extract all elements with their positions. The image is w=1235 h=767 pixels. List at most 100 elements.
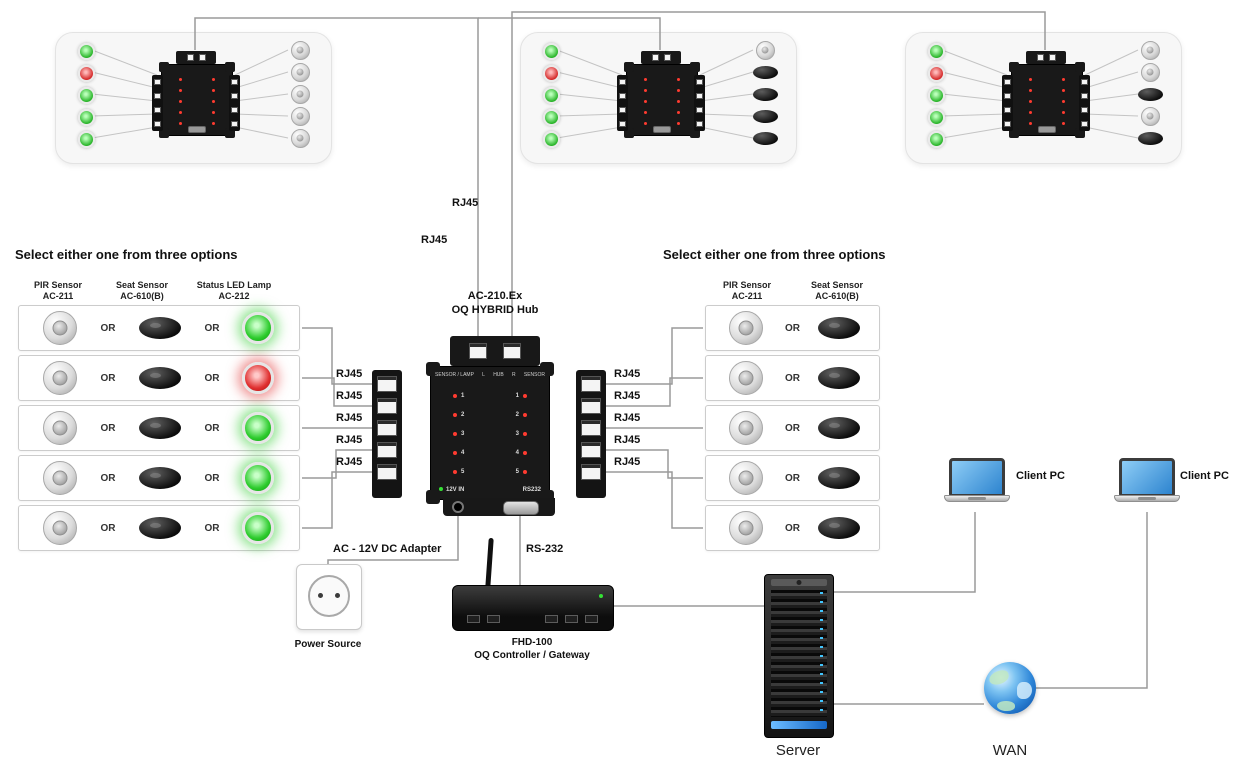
- sensor-option-row: OR: [705, 305, 880, 351]
- server-tower: [764, 574, 834, 738]
- sensor-icon: [751, 128, 779, 148]
- pir-sensor-icon: [43, 461, 77, 495]
- rj45-uplink-label: RJ45: [452, 197, 479, 209]
- oq-hub-device: [151, 51, 241, 145]
- client-pc-laptop-icon: [944, 458, 1010, 508]
- db9-connector-icon: [503, 501, 539, 515]
- status-led: [543, 87, 560, 104]
- column-header-lamp: Status LED Lamp AC-212: [196, 280, 272, 302]
- or-label: OR: [204, 472, 220, 484]
- status-led-lamp-icon: [242, 362, 274, 394]
- hub-right-ports: [1079, 75, 1090, 131]
- hub-bottom-connectors: [443, 498, 555, 516]
- sensor-option-row: OR: [705, 455, 880, 501]
- hub-uplink-ports: [641, 51, 681, 64]
- left-options-heading: Select either one from three options: [15, 247, 238, 262]
- seat-sensor-icon: [139, 417, 181, 439]
- hub-title: AC-210.Ex OQ HYBRID Hub: [425, 289, 565, 318]
- seat-sensor-icon: [139, 317, 181, 339]
- status-led: [543, 109, 560, 126]
- db9-connector-icon: [653, 126, 671, 133]
- hub-name: OQ HYBRID Hub: [451, 304, 539, 317]
- status-led: [543, 43, 560, 60]
- sensor-icon: [1136, 84, 1164, 104]
- hub-uplink-ports: [1026, 51, 1066, 64]
- sensor-icon: [1136, 40, 1164, 60]
- status-led: [928, 109, 945, 126]
- or-label: OR: [100, 422, 116, 434]
- power-led-icon: [439, 487, 443, 491]
- rj45-port-icon: [663, 54, 671, 61]
- dc-adapter-label: AC - 12V DC Adapter: [333, 543, 442, 555]
- rs232-link-label: RS-232: [526, 543, 564, 555]
- or-label: OR: [204, 322, 220, 334]
- wan-globe-icon: [984, 662, 1036, 714]
- hub-rs232-label: RS232: [522, 487, 541, 493]
- hub-cluster-panel-3: [905, 32, 1182, 164]
- column-header-seat: Seat Sensor AC-610(B): [810, 280, 864, 302]
- rj45-port-label: RJ45: [614, 456, 641, 468]
- column-header-pir: PIR Sensor AC-211: [722, 280, 771, 302]
- client-pc-label: Client PC: [1180, 470, 1229, 482]
- pir-sensor-icon: [728, 311, 763, 345]
- seat-sensor-icon: [139, 467, 181, 489]
- or-label: OR: [785, 472, 800, 484]
- rj45-port-icon: [581, 464, 601, 480]
- sensor-icon: [286, 128, 314, 148]
- rj45-port-label: RJ45: [614, 390, 641, 402]
- or-label: OR: [100, 372, 116, 384]
- power-source-label: Power Source: [294, 639, 362, 650]
- rj45-port-icon: [377, 442, 397, 458]
- hub-left-rj45-block: [372, 370, 402, 498]
- or-label: OR: [204, 372, 220, 384]
- sensor-icon: [751, 62, 779, 82]
- seat-sensor-icon: [818, 467, 861, 489]
- hub-left-ports: [617, 75, 628, 131]
- hub-model: AC-210.Ex: [467, 290, 523, 302]
- sensor-icon: [1136, 106, 1164, 126]
- rj45-port-icon: [377, 464, 397, 480]
- db9-connector-icon: [1038, 126, 1056, 133]
- hub-body: [1009, 62, 1085, 138]
- status-led: [78, 43, 95, 60]
- sensor-icon: [1136, 62, 1164, 82]
- or-label: OR: [100, 472, 116, 484]
- rj45-port-icon: [581, 442, 601, 458]
- pir-sensor-icon: [728, 361, 763, 395]
- rj45-port-label: RJ45: [336, 412, 363, 424]
- hub-right-rj45-block: [576, 370, 606, 498]
- sensor-option-row: OR OR: [18, 405, 300, 451]
- sensor-option-row: OR OR: [18, 305, 300, 351]
- rj45-port-icon: [581, 420, 601, 436]
- rj45-port-icon: [581, 398, 601, 414]
- pir-sensor-icon: [43, 411, 77, 445]
- status-led-lamp-icon: [242, 462, 274, 494]
- hub-right-ports: [229, 75, 240, 131]
- sensor-option-row: OR: [705, 405, 880, 451]
- rj45-port-icon: [198, 54, 206, 61]
- rj45-port-label: RJ45: [614, 368, 641, 380]
- status-led: [78, 109, 95, 126]
- controller-label: FHD-100 OQ Controller / Gateway: [474, 637, 590, 661]
- rj45-port-label: RJ45: [336, 390, 363, 402]
- status-led-lamp-icon: [242, 412, 274, 444]
- seat-sensor-icon: [818, 517, 861, 539]
- rj45-port-icon: [377, 398, 397, 414]
- rj45-port-icon: [1036, 54, 1044, 61]
- pir-sensor-icon: [43, 361, 77, 395]
- rj45-port-icon: [377, 376, 397, 392]
- hub-left-ports: [1002, 75, 1013, 131]
- status-led: [928, 87, 945, 104]
- or-label: OR: [204, 522, 220, 534]
- or-label: OR: [785, 372, 800, 384]
- sensor-option-row: OR OR: [18, 505, 300, 551]
- status-led: [543, 65, 560, 82]
- status-led: [543, 131, 560, 148]
- hub-right-channel-leds: 1 2 3 4 5: [516, 393, 527, 475]
- rj45-port-label: RJ45: [614, 434, 641, 446]
- rj45-uplink-label: RJ45: [421, 234, 448, 246]
- sensor-option-row: OR OR: [18, 455, 300, 501]
- pir-sensor-icon: [728, 461, 763, 495]
- sensor-icon: [286, 40, 314, 60]
